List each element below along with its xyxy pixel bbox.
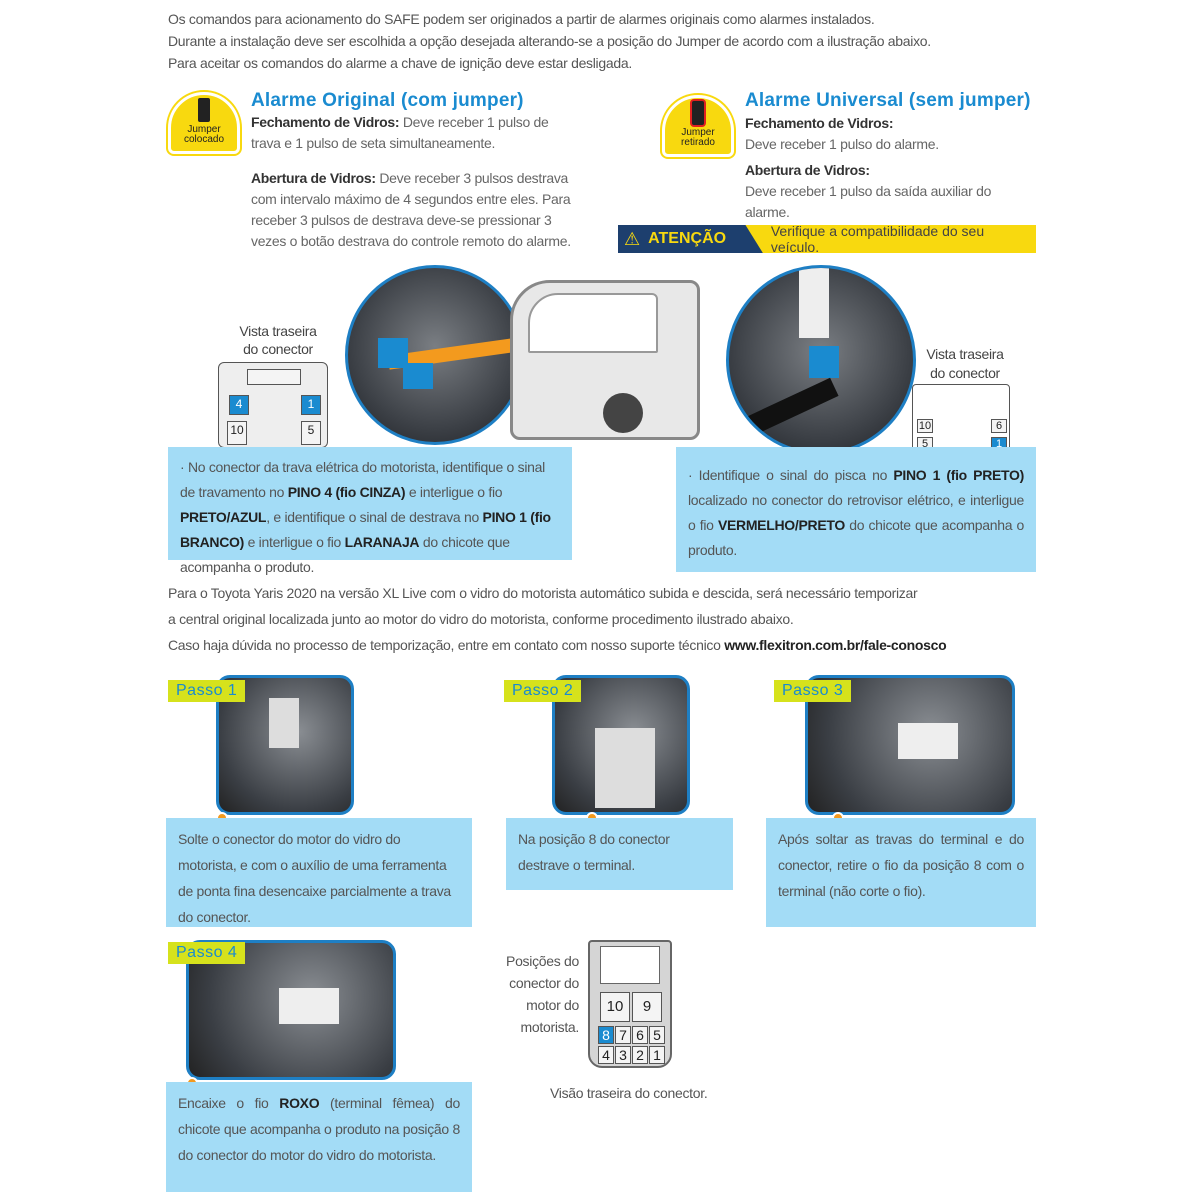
t: (terminal fêmea) do chicote que acompanh… [178, 1095, 460, 1163]
jumper-icon [198, 98, 210, 122]
intro-line: Durante a instalação deve ser escolhida … [168, 33, 931, 49]
jumper-removed-badge: Jumper retirado [662, 95, 734, 157]
step2-text: Na posição 8 do conector destrave o term… [506, 818, 733, 890]
step4-text: Encaixe o fio ROXO (terminal fêmea) do c… [166, 1082, 472, 1192]
text: Deve receber 1 pulso do alarme. [745, 136, 939, 152]
motor-connector-caption: Visão traseira do conector. [550, 1085, 708, 1101]
pin-3: 3 [615, 1046, 631, 1064]
warning-icon: ⚠ [624, 228, 641, 249]
car-door-illustration [510, 280, 700, 440]
right-wiring-zoom-photo [726, 265, 916, 455]
jumper-placed-badge: Jumper colocado [168, 92, 240, 154]
badge-label: Jumper retirado [681, 127, 715, 148]
t: do chicote que acompanha o produto. [180, 534, 510, 575]
pin-2: 2 [632, 1046, 648, 1064]
connector-latch [600, 946, 660, 984]
pin-9: 9 [632, 992, 662, 1022]
t: · No conector da trava elétrica do motor… [180, 459, 545, 500]
universal-close-text: Fechamento de Vidros: Deve receber 1 puls… [745, 113, 1035, 155]
right-connector-label: Vista traseira do conector [926, 346, 1004, 381]
step1-tag: Passo 1 [168, 680, 246, 702]
step2-photo [552, 675, 690, 815]
b: PRETO/AZUL [180, 509, 267, 525]
pin-1: 1 [301, 395, 321, 415]
line: a central original localizada junto ao m… [168, 611, 794, 627]
motor-connector-label: Posições do conector do motor do motoris… [506, 953, 579, 1035]
yaris-instructions: Para o Toyota Yaris 2020 na versão XL Li… [168, 580, 947, 658]
label: Fechamento de Vidros: [745, 115, 894, 131]
t: · Identifique o sinal do pisca no [688, 467, 894, 483]
pin-7: 7 [615, 1026, 631, 1044]
left-wiring-note: · No conector da trava elétrica do motor… [168, 447, 572, 575]
text: Deve receber 3 pulsos destrava com inter… [251, 170, 571, 249]
intro-line: Para aceitar os comandos do alarme a cha… [168, 55, 632, 71]
badge-label: Jumper colocado [183, 124, 225, 145]
pin-4: 4 [598, 1046, 614, 1064]
original-alarm-title: Alarme Original (com jumper) [251, 90, 524, 111]
t: localizado no conector do retrovisor elé… [688, 492, 1024, 533]
b: PINO 1 (fio BRANCO) [180, 509, 551, 550]
pin-5: 5 [301, 421, 321, 445]
pin-1: 1 [649, 1046, 665, 1064]
text: Deve receber 1 pulso da saída auxiliar d… [745, 183, 992, 220]
attention-label-box: ⚠ ATENÇÃO [618, 225, 763, 253]
step3-tag: Passo 3 [774, 680, 852, 702]
b: LARANAJA [344, 534, 420, 550]
pin-5: 5 [649, 1026, 665, 1044]
left-connector-label: Vista traseira do conector [239, 323, 317, 357]
support-link[interactable]: www.flexitron.com.br/fale-conosco [724, 637, 947, 653]
left-connector-diagram: 4 1 10 5 [218, 362, 328, 448]
intro-text: Os comandos para acionamento do SAFE pod… [168, 8, 931, 74]
text: Deve receber 1 pulso de trava e 1 pulso … [251, 114, 549, 151]
pin-6: 6 [632, 1026, 648, 1044]
universal-alarm-title: Alarme Universal (sem jumper) [745, 90, 1031, 111]
original-open-text: Abertura de Vidros: Deve receber 3 pulso… [251, 168, 581, 252]
pin-4: 4 [229, 395, 249, 415]
pin-10: 10 [600, 992, 630, 1022]
motor-connector-diagram: 10 9 8 7 6 5 4 3 2 1 [588, 940, 672, 1068]
intro-line: Os comandos para acionamento do SAFE pod… [168, 11, 875, 27]
t: e interligue o fio [405, 484, 503, 500]
attention-label: ATENÇÃO [648, 230, 727, 247]
right-connector-diagram: 10 6 5 1 [912, 384, 1010, 454]
b: VERMELHO/PRETO [717, 517, 845, 533]
t: e interligue o fio [244, 534, 345, 550]
pin-6: 6 [991, 419, 1007, 433]
line: Caso haja dúvida no processo de temporiz… [168, 637, 725, 653]
attention-text: Verifique a compatibilidade do seu veícu… [770, 223, 985, 255]
b: PINO 4 (fio CINZA) [287, 484, 406, 500]
original-close-text: Fechamento de Vidros: Deve receber 1 pul… [251, 112, 571, 154]
step2-tag: Passo 2 [504, 680, 582, 702]
b: PINO 1 (fio PRETO) [893, 467, 1025, 483]
right-wiring-note: · Identifique o sinal do pisca no PINO 1… [676, 447, 1036, 572]
label: Abertura de Vidros: [251, 170, 376, 186]
pin-10: 10 [227, 421, 247, 445]
t: Encaixe o fio [178, 1095, 280, 1111]
universal-open-text: Abertura de Vidros: Deve receber 1 pulso … [745, 160, 1035, 223]
attention-bar: ⚠ ATENÇÃO Verifique a compatibilidade do… [618, 223, 1036, 255]
left-wiring-zoom-photo [345, 265, 525, 445]
line: Para o Toyota Yaris 2020 na versão XL Li… [168, 585, 918, 601]
pin-10: 10 [917, 419, 933, 433]
t: , e identifique o sinal de destrava no [266, 509, 483, 525]
step4-tag: Passo 4 [168, 942, 246, 964]
step3-text: Após soltar as travas do terminal e do c… [766, 818, 1036, 927]
t: do chicote que acompanha o produto. [688, 517, 1024, 558]
connector-latch [247, 369, 301, 385]
pin-8: 8 [598, 1026, 614, 1044]
label: Abertura de Vidros: [745, 162, 870, 178]
jumper-crossed-icon [692, 101, 704, 125]
step1-text: Solte o conector do motor do vidro do mo… [166, 818, 472, 927]
label: Fechamento de Vidros: [251, 114, 400, 130]
b: ROXO [279, 1095, 320, 1111]
